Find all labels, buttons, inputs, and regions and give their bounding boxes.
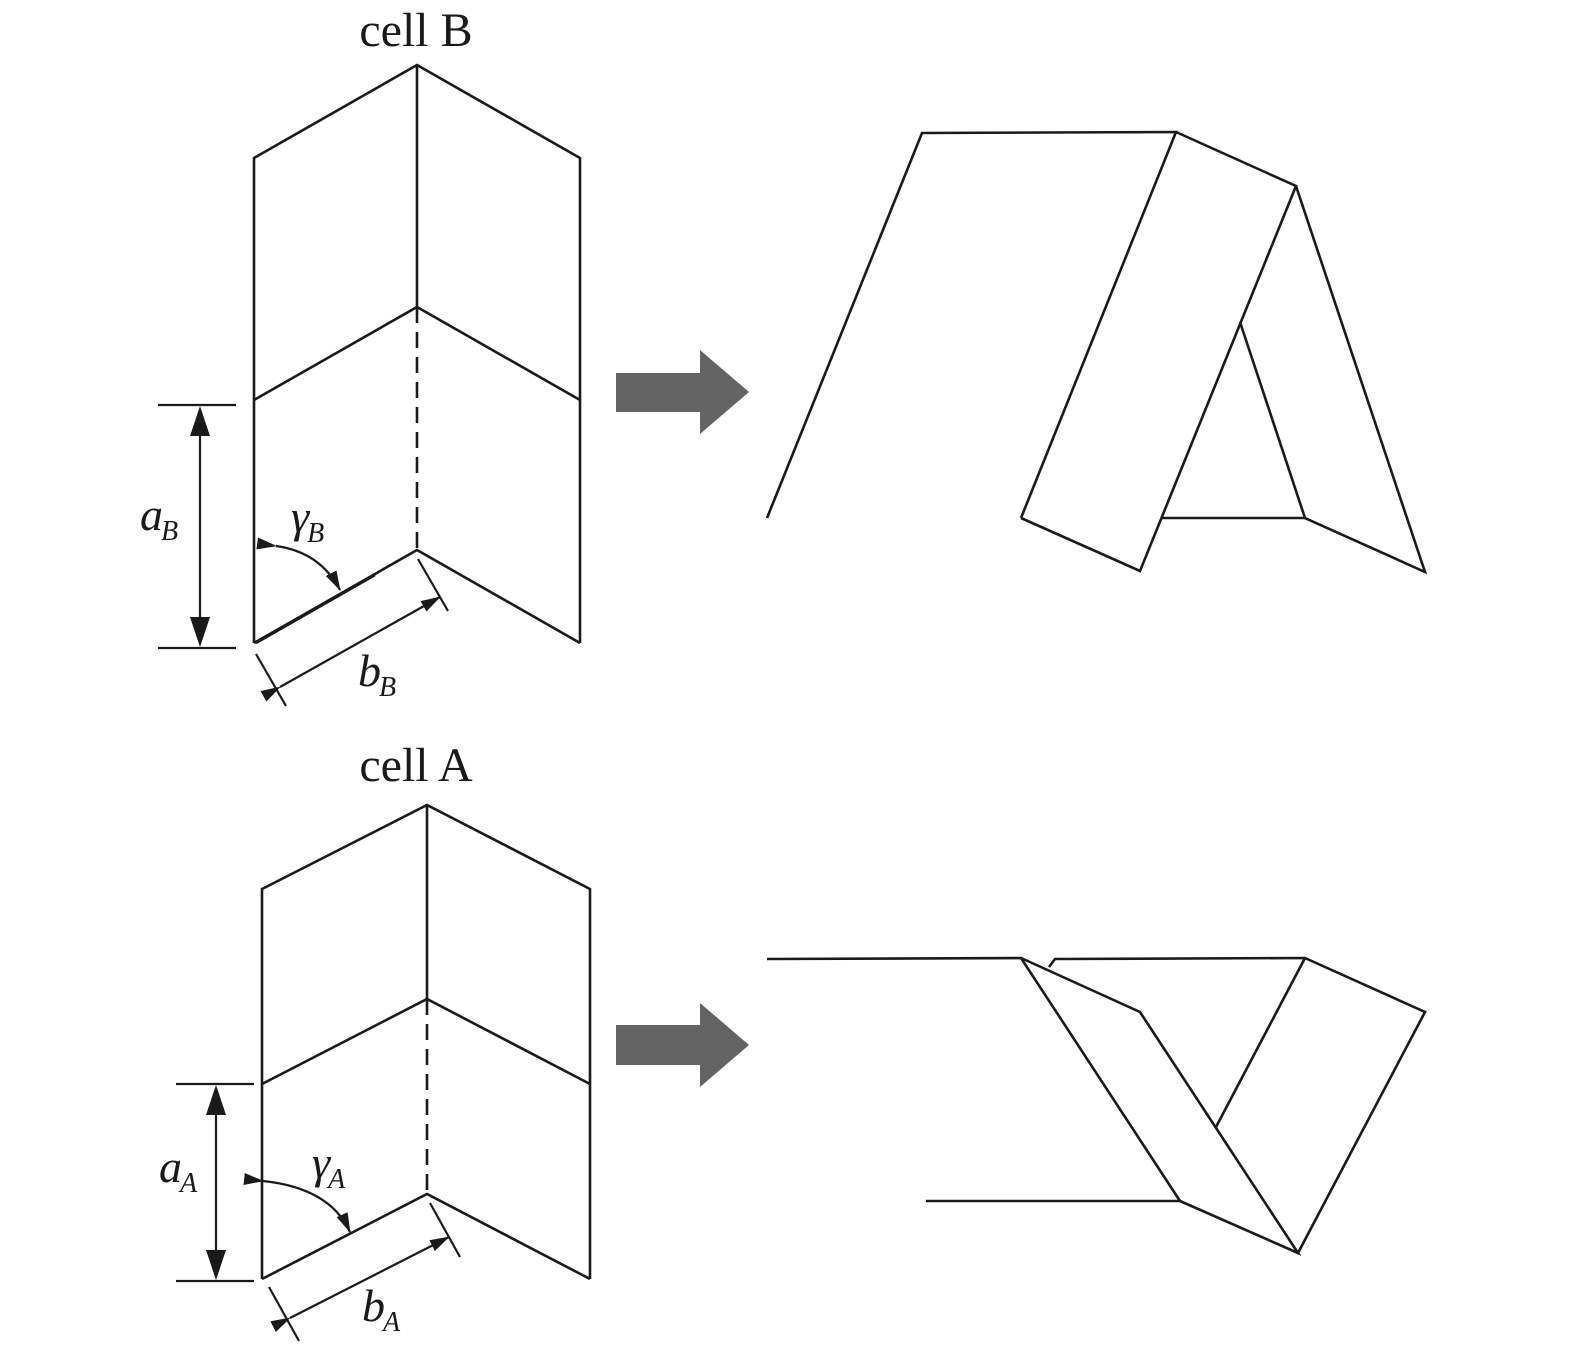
- cell-b-a-label: aB: [140, 489, 178, 547]
- cell-a-crease-pattern: [260, 803, 592, 1281]
- cell-b-title: cell B: [359, 4, 472, 57]
- cell-a-a-label: aA: [159, 1141, 198, 1199]
- cell-b-folded-shape: [765, 130, 1428, 575]
- cell-a-fold-arrow: [616, 1003, 749, 1087]
- cell-b-b-dimension: bB: [255, 558, 449, 707]
- cell-b-pattern: cell B aB γB: [140, 4, 582, 707]
- cell-b-fold-arrow: [616, 350, 749, 434]
- cell-b-gamma-label: γB: [291, 491, 324, 549]
- cell-a-folded-shape: [766, 956, 1427, 1256]
- cell-a-gamma-label: γA: [312, 1137, 346, 1195]
- cell-a-b-dimension: bA: [268, 1202, 461, 1342]
- cell-b-gamma-angle: γB: [255, 491, 376, 645]
- cell-a-a-dimension: aA: [159, 1082, 254, 1283]
- cell-a-b-label: bA: [362, 1280, 401, 1338]
- cell-a-title: cell A: [359, 739, 473, 792]
- cell-a-pattern: cell A aA γA: [159, 739, 592, 1342]
- cell-b-a-dimension: aB: [140, 403, 236, 650]
- cell-a-gamma-angle: γA: [243, 1137, 352, 1233]
- cell-b-b-label: bB: [358, 645, 396, 703]
- cell-b-crease-pattern: [252, 63, 582, 645]
